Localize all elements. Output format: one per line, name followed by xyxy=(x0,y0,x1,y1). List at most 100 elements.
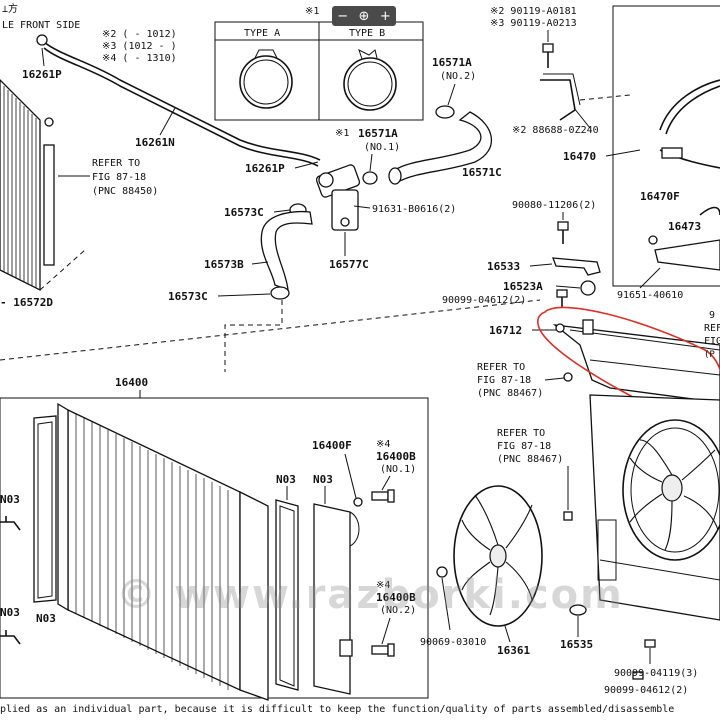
bolt-90099-top xyxy=(556,289,568,308)
plug-16400F xyxy=(353,497,363,507)
ref1-line1: REFER TO xyxy=(92,158,140,169)
note-4: ※4 ( - 1310) xyxy=(102,53,177,64)
zoom-toolbar: − ⊕ + xyxy=(332,6,396,26)
hose-16571C xyxy=(394,111,492,184)
label-n03-e: N03 xyxy=(313,473,333,486)
part-90099-a: 90099-04119(3) xyxy=(614,668,698,679)
part-16577C: 16577C xyxy=(329,258,369,271)
part-16261P-mid: 16261P xyxy=(245,162,285,175)
drain-cock-16400B-no2 xyxy=(371,643,395,657)
part-16400B2-mark: ※4 xyxy=(376,580,390,591)
part-16400: 16400 xyxy=(115,376,148,389)
part-16470: 16470 xyxy=(563,150,596,163)
clamp-a-icon xyxy=(239,55,293,109)
part-16572D: - 16572D xyxy=(0,296,53,309)
part-16573C-bot: 16573C xyxy=(168,290,208,303)
leader-dashed-2 xyxy=(0,299,541,361)
part-16712: 16712 xyxy=(489,324,522,337)
corner-label: ⊥方 xyxy=(2,2,18,15)
part-16261P-top: 16261P xyxy=(22,68,62,81)
bolt-90119 xyxy=(542,43,554,68)
note-2: ※2 ( - 1012) xyxy=(102,29,177,40)
clamp-16571A-no1 xyxy=(362,171,378,185)
part-90069: 90069-03010 xyxy=(420,637,486,648)
ref2-line1: REFER TO xyxy=(477,362,525,373)
note-mark-1: ※1 xyxy=(305,6,319,17)
ref4-line3: FIG xyxy=(704,336,720,347)
radiator-core-16400 xyxy=(57,402,269,701)
nut-90069 xyxy=(436,566,448,578)
condenser-top-left xyxy=(0,79,55,292)
ref4-line4: (P xyxy=(704,350,715,360)
gasket-left xyxy=(33,415,57,603)
part-90080: 90080-11206(2) xyxy=(512,200,596,211)
part-16571A-mid-sub: (NO.1) xyxy=(364,142,400,153)
front-side-label: LE FRONT SIDE xyxy=(2,20,80,31)
radiator-tank-right xyxy=(313,503,351,695)
part-91631: 91631-B0616(2) xyxy=(372,204,456,215)
bolt-16473 xyxy=(648,235,658,245)
drain-fitting-b xyxy=(0,630,21,645)
zoom-out-button[interactable]: − xyxy=(337,8,349,24)
clamp-type-box: TYPE A TYPE B xyxy=(214,21,424,121)
bracket-88688 xyxy=(540,79,576,121)
water-outlet-16577C xyxy=(315,164,361,231)
label-n03-b: N03 xyxy=(0,606,20,619)
part-16261N: 16261N xyxy=(135,136,175,149)
ref4-line2: REFE xyxy=(704,323,720,334)
label-n03-c: N03 xyxy=(36,612,56,625)
hose-end-fitting xyxy=(36,34,48,46)
footer-note: plied as an individual part, because it … xyxy=(0,704,675,715)
note-right-2b: ※2 88688-0Z240 xyxy=(512,125,599,136)
label-n03-a: N03 xyxy=(0,493,20,506)
fan-16361 xyxy=(453,485,543,627)
part-16571C: 16571C xyxy=(462,166,502,179)
clamp-b-icon xyxy=(343,57,397,111)
radiator-box xyxy=(0,397,429,699)
bolt-90099-bottom xyxy=(632,639,656,680)
part-91651: 91651-40610 xyxy=(617,290,683,301)
bolt-16535 xyxy=(569,604,587,616)
part-16573B: 16573B xyxy=(204,258,244,271)
hose-16573B xyxy=(260,210,313,291)
part-16361: 16361 xyxy=(497,644,530,657)
drain-cock-16400B-no1 xyxy=(371,489,395,503)
zoom-in-button[interactable]: + xyxy=(379,8,391,24)
type-a-label: TYPE A xyxy=(244,28,280,39)
ref2-line3: (PNC 88467) xyxy=(477,388,543,399)
part-16571A-mid: 16571A xyxy=(358,127,398,140)
ref2-line2: FIG 87-18 xyxy=(477,375,531,386)
part-16571A-top-sub: (NO.2) xyxy=(440,71,476,82)
part-16535: 16535 xyxy=(560,638,593,651)
part-16571A-top: 16571A xyxy=(432,56,472,69)
bolt-90080 xyxy=(557,221,569,244)
part-16400B: 16400B xyxy=(376,450,416,463)
part-16400B-mark: ※4 xyxy=(376,439,390,450)
cushion-16523A xyxy=(580,280,596,296)
part-16523A: 16523A xyxy=(503,280,543,293)
part-16573C-top: 16573C xyxy=(224,206,264,219)
fan-shroud-assembly xyxy=(589,394,720,621)
part-90099-b: 90099-04612(2) xyxy=(604,685,688,696)
ref4-line1: 9 xyxy=(709,310,715,321)
ref3-line2: FIG 87-18 xyxy=(497,441,551,452)
drain-fitting-a xyxy=(0,516,21,531)
part-16400F: 16400F xyxy=(312,439,352,452)
note-3: ※3 (1012 - ) xyxy=(102,41,177,52)
zoom-icon[interactable]: ⊕ xyxy=(358,8,370,24)
type-b-label: TYPE B xyxy=(349,28,385,39)
ref1-line3: (PNC 88450) xyxy=(92,186,158,197)
gasket-right xyxy=(275,499,299,691)
note-right-3: ※3 90119-A0213 xyxy=(490,18,577,29)
clamp-16573C-bot xyxy=(270,286,290,300)
clamp-16571A-no2 xyxy=(435,105,455,119)
ref3-line1: REFER TO xyxy=(497,428,545,439)
part-16400B2-sub: (NO.2) xyxy=(380,605,416,616)
note-right-2: ※2 90119-A0181 xyxy=(490,6,577,17)
part-16400B-sub: (NO.1) xyxy=(380,464,416,475)
part-16470F: 16470F xyxy=(640,190,680,203)
bracket-16533 xyxy=(552,257,601,276)
leader-dashed-1 xyxy=(224,300,283,372)
